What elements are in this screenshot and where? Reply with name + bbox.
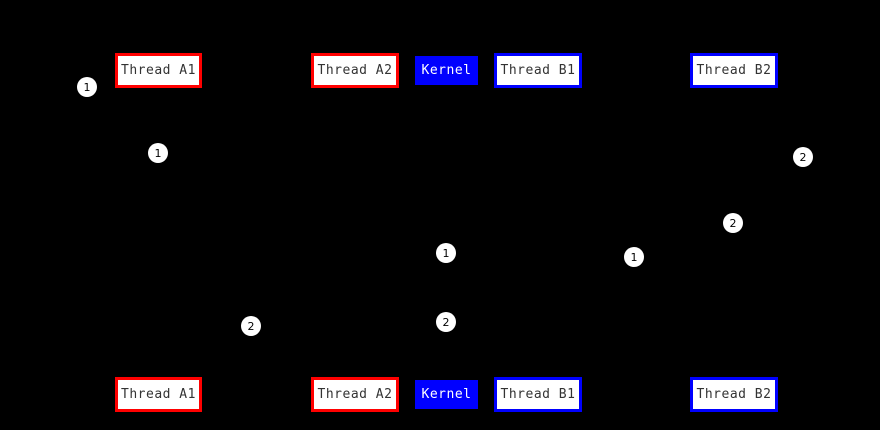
participant-bottom-thread-b1[interactable]: Thread B1 [494, 377, 582, 412]
msg-kernel-a2 [250, 289, 446, 326]
step-marker-2: 2 [723, 213, 743, 233]
participant-top-thread-b1[interactable]: Thread B1 [494, 53, 582, 88]
step-marker-2: 2 [436, 312, 456, 332]
participant-top-thread-a1[interactable]: Thread A1 [115, 53, 202, 88]
lifeline-thread-b1 [538, 88, 539, 377]
step-marker-1: 1 [148, 143, 168, 163]
lifeline-kernel [446, 85, 447, 380]
msg-a1-to-kernel [157, 186, 446, 254]
msg-b2-self [733, 124, 734, 190]
participant-top-thread-a2[interactable]: Thread A2 [311, 53, 399, 88]
step-marker-1: 1 [77, 77, 97, 97]
lifeline-thread-a1 [158, 88, 159, 377]
participant-bottom-thread-a2[interactable]: Thread A2 [311, 377, 399, 412]
step-marker-1: 1 [624, 247, 644, 267]
participant-bottom-kernel[interactable]: Kernel [415, 380, 478, 409]
participant-top-kernel[interactable]: Kernel [415, 56, 478, 85]
step-marker-2: 2 [793, 147, 813, 167]
participant-bottom-thread-b2[interactable]: Thread B2 [690, 377, 778, 412]
step-marker-1: 1 [436, 243, 456, 263]
participant-bottom-thread-a1[interactable]: Thread A1 [115, 377, 202, 412]
step-marker-2: 2 [241, 316, 261, 336]
participant-top-thread-b2[interactable]: Thread B2 [690, 53, 778, 88]
